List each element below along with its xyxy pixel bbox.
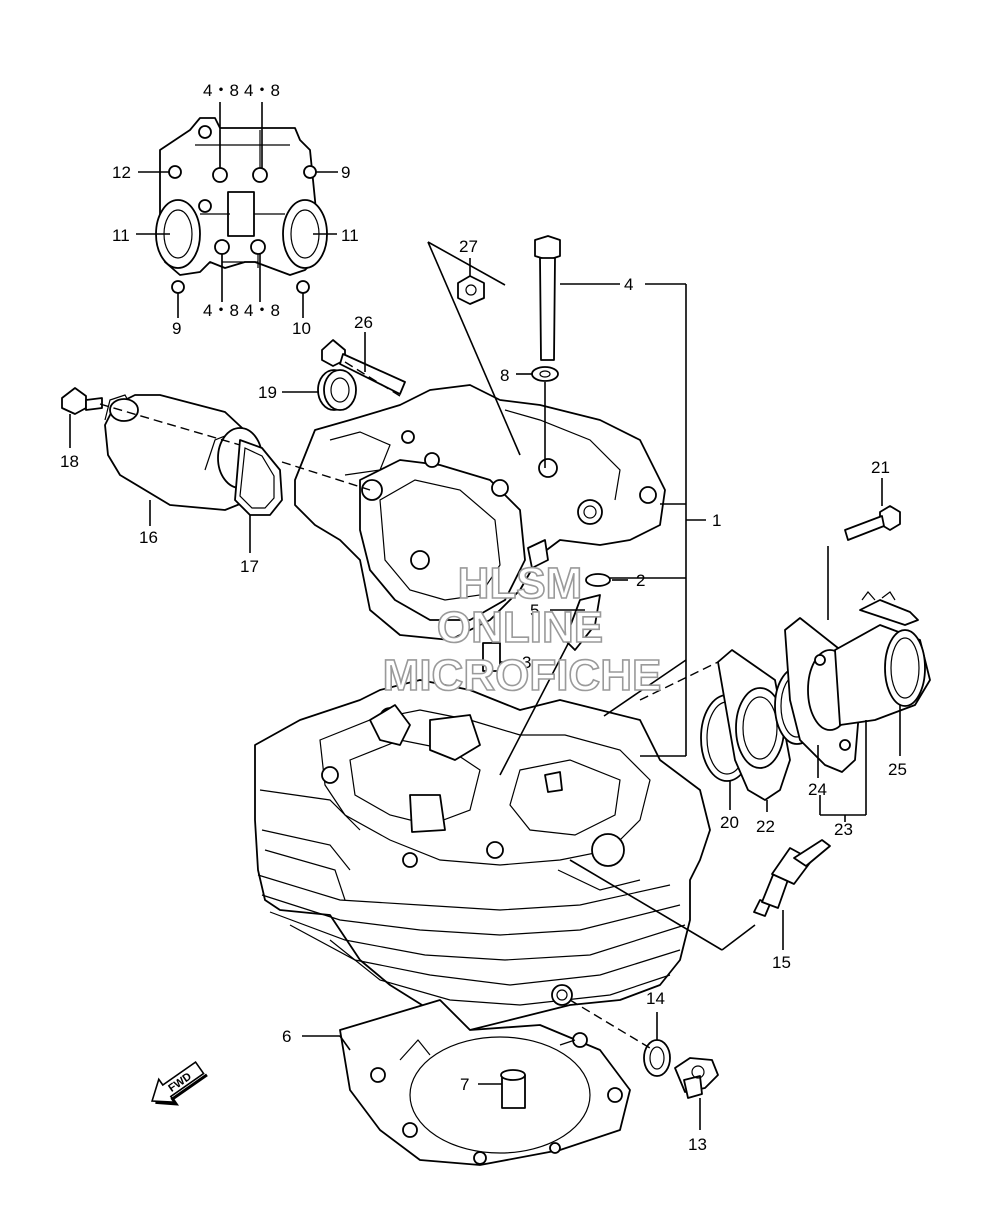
callout-12: 12: [112, 163, 131, 182]
callout-20: 20: [720, 813, 739, 832]
watermark-line-3: MICROFICHE: [383, 651, 662, 700]
callout-9-bottom: 9: [172, 319, 181, 338]
callout-4-8-bottom-left: 4・8: [203, 301, 239, 320]
callout-13: 13: [688, 1135, 707, 1154]
callout-21: 21: [871, 458, 890, 477]
watermark-line-1: HLSM: [458, 559, 583, 608]
callout-14: 14: [646, 989, 665, 1008]
spacer-22: [717, 649, 791, 801]
callout-18: 18: [60, 452, 79, 471]
o-ring-2: [585, 573, 611, 587]
callout-22: 22: [756, 817, 775, 836]
gasket-14: [643, 1039, 671, 1077]
spark-plug-15: [753, 839, 831, 917]
callout-26: 26: [354, 313, 373, 332]
clamp-25: [859, 591, 919, 626]
cylinder-head-cover: [294, 384, 666, 651]
callout-17: 17: [240, 557, 259, 576]
callout-1: 1: [712, 511, 721, 530]
bolt-4: [534, 235, 561, 361]
callout-11-right: 11: [341, 226, 359, 245]
watermark-line-2: ONLINE: [437, 603, 603, 652]
inset-leaders: [136, 102, 338, 318]
bolt-18: [61, 387, 103, 415]
callout-4: 4: [624, 275, 633, 294]
washer-8: [531, 366, 559, 382]
bolt-pattern-inset: [155, 117, 328, 294]
callout-19: 19: [258, 383, 277, 402]
callout-4-8-bottom-right: 4・8: [244, 301, 280, 320]
callout-25: 25: [888, 760, 907, 779]
o-ring-19: [317, 369, 357, 411]
callout-11-left: 11: [112, 226, 130, 245]
callout-4-8-top-left: 4・8: [203, 81, 239, 100]
callout-10: 10: [292, 319, 311, 338]
cylinder-head: [254, 642, 711, 1031]
callout-3: 3: [522, 653, 531, 672]
bolt-21: [844, 505, 901, 541]
callout-24: 24: [808, 780, 827, 799]
callout-15: 15: [772, 953, 791, 972]
callout-9-right: 9: [341, 163, 350, 182]
watermark: HLSM ONLINE MICROFICHE: [382, 558, 662, 701]
callouts: 4・8 4・8 4・8 4・8 12 9 11 11 9 10 27 4 26 …: [60, 81, 907, 1154]
callout-6: 6: [282, 1027, 291, 1046]
dowel-pin-7: [500, 1069, 526, 1109]
intake-pipe-23: [784, 617, 931, 773]
gasket-17: [234, 439, 283, 516]
callout-16: 16: [139, 528, 158, 547]
head-gasket: [339, 999, 631, 1166]
callout-23: 23: [834, 820, 853, 839]
callout-2: 2: [636, 571, 645, 590]
callout-8: 8: [500, 366, 509, 385]
callout-5: 5: [530, 601, 539, 620]
callout-7: 7: [460, 1075, 469, 1094]
callout-27: 27: [459, 237, 478, 256]
leader-lines: [69, 241, 901, 1130]
bolt-26: [321, 339, 406, 395]
fwd-arrow-icon: FWD: [150, 1060, 208, 1106]
callout-4-8-top-right: 4・8: [244, 81, 280, 100]
nut-27: [457, 275, 485, 305]
plug-13: [674, 1057, 719, 1099]
